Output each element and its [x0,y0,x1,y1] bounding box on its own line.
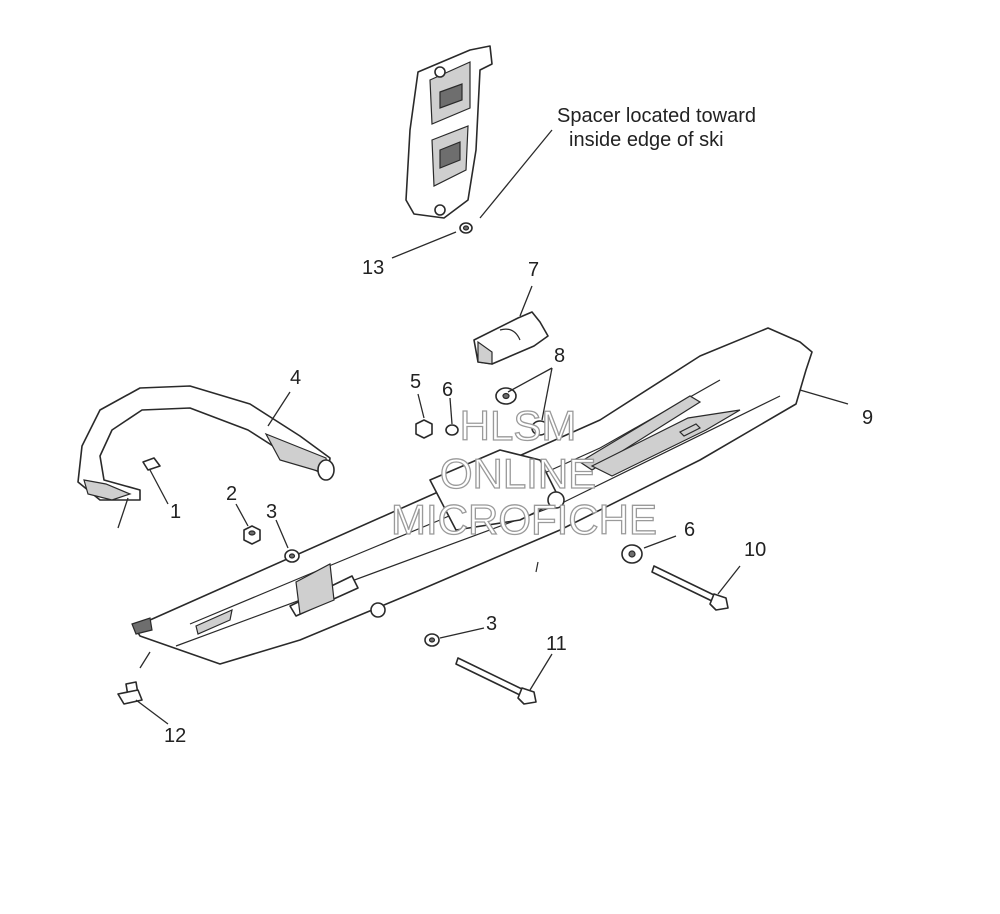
wear-pad-part-7 [473,311,549,365]
callout-3-upper: 3 [266,501,277,523]
washer-part-3-upper [284,549,300,563]
note-line-2: inside edge of ski [569,129,724,151]
watermark-line-1: HLSM [460,402,577,449]
callout-11: 11 [546,633,567,655]
callout-2: 2 [226,483,237,505]
bolt-part-12 [117,681,143,705]
ski-body-part-9 [131,327,813,665]
callout-8: 8 [554,345,565,367]
callout-9: 9 [862,407,873,429]
spacer-note: Spacer located toward inside edge of ski [557,105,756,151]
callout-7: 7 [528,259,539,281]
callout-6-lower: 6 [684,519,695,541]
watermark-line-3: MICROFICHE [391,496,657,543]
spacer-part-13 [459,222,473,234]
bolt-part-10 [651,565,729,611]
callout-3-lower: 3 [486,613,497,635]
leader-lines [117,129,849,725]
callout-12: 12 [164,725,186,747]
washer-part-3-lower [424,633,440,647]
bolt-part-11 [455,657,537,705]
callout-5: 5 [410,371,421,393]
watermark-line-2: ONLINE [440,450,596,497]
nut-part-2 [243,525,261,545]
washer-part-6-lower [621,544,643,564]
washer-part-6-upper [445,424,459,436]
bushing-part-8 [495,387,549,436]
callout-10: 10 [744,539,766,561]
ski-loop-part-4 [77,385,335,501]
callout-labels: 13 7 8 9 4 5 6 1 2 3 6 10 3 11 12 [164,257,873,747]
clip-part-1 [142,457,161,471]
watermark: HLSM ONLINE MICROFICHE [390,401,657,543]
note-line-1: Spacer located toward [557,105,756,127]
callout-13: 13 [362,257,384,279]
callout-1: 1 [170,501,181,523]
callout-4: 4 [290,367,301,389]
callout-6-upper: 6 [442,379,453,401]
spindle-bracket-part [405,45,493,219]
nut-part-5 [415,419,433,439]
